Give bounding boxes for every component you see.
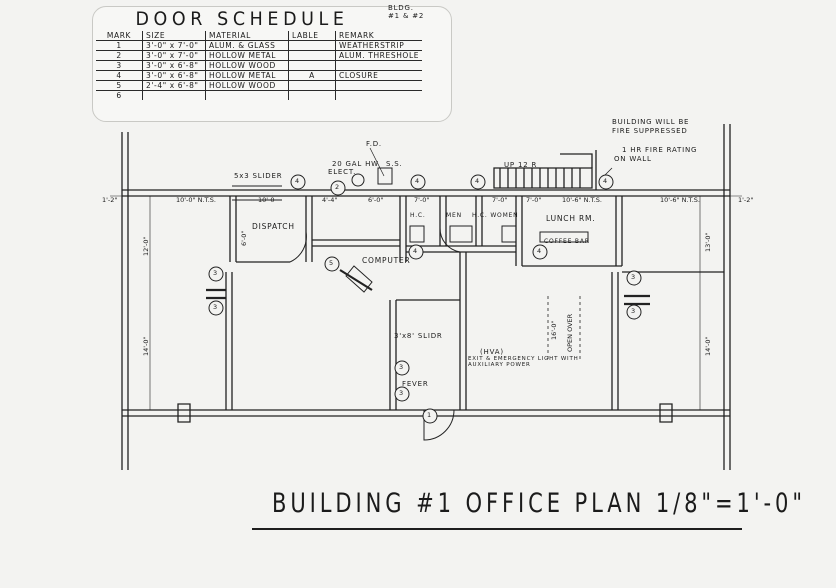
door-mark-label: 3 — [631, 307, 636, 315]
cell-lable — [288, 80, 336, 91]
plan-title-underline — [252, 528, 742, 530]
door-mark-label: 3 — [399, 363, 404, 371]
cell-remark — [335, 90, 423, 100]
dim-10-6-a: 10'-6" N.T.S. — [562, 196, 602, 204]
dim-right-edge: 1'-2" — [738, 196, 754, 204]
room-label-lunch: LUNCH RM. — [546, 214, 596, 223]
room-label-hc-women: H.C. WOMEN — [472, 212, 519, 219]
room-label-dispatch: DISPATCH — [252, 222, 295, 231]
slider-window-note-2: 3'x8' SLIDR — [394, 332, 443, 340]
door-mark-circle — [330, 180, 346, 196]
door-mark-label: 5 — [329, 259, 334, 267]
door-mark-label: 3 — [213, 269, 218, 277]
door-mark-circle — [324, 256, 340, 272]
exit-light-note: EXIT & EMERGENCY LIGHT WITH AUXILIARY PO… — [468, 356, 579, 368]
fire-rating-line2: ON WALL — [614, 155, 652, 163]
door-mark-circle — [290, 174, 306, 190]
dim-4-4: 4'-4" — [322, 196, 338, 204]
door-mark-circle — [208, 266, 224, 282]
door-mark-label: 4 — [603, 177, 608, 185]
room-label-hc-men: H.C. — [410, 212, 426, 219]
schedule-row: 6 — [96, 90, 423, 100]
vdim-13-0: 13'-0" — [704, 232, 712, 252]
door-mark-circle — [470, 174, 486, 190]
schedule-bldg-label: BLDG. — [388, 4, 414, 12]
electric-note: ELECT. — [328, 168, 357, 176]
schedule-bldg-block: BLDG. #1 & #2 — [388, 4, 424, 20]
door-mark-label: 1 — [427, 411, 432, 419]
dim-7-0-a: 7'-0" — [414, 196, 430, 204]
dim-left-edge: 1'-2" — [102, 196, 118, 204]
door-mark-circle — [626, 304, 642, 320]
hva-note: (HVA) — [480, 348, 504, 356]
schedule-row: 4 3'-0" x 6'-8" HOLLOW METAL A CLOSURE — [96, 70, 423, 81]
door-mark-circle — [626, 270, 642, 286]
door-mark-circle — [410, 174, 426, 190]
door-mark-label: 2 — [335, 183, 340, 191]
plan-title: BUILDING #1 OFFICE PLAN 1/8"=1'-0" — [272, 488, 806, 519]
dim-10-6-b: 10'-6" N.T.S. — [660, 196, 700, 204]
cell-remark — [335, 80, 423, 91]
fire-note-line2: FIRE SUPPRESSED — [612, 127, 688, 135]
schedule-row: 5 2'-4" x 6'-8" HOLLOW WOOD — [96, 80, 423, 91]
door-mark-label: 4 — [475, 177, 480, 185]
door-mark-label: 3 — [631, 273, 636, 281]
door-mark-circle — [408, 244, 424, 260]
east-wall — [723, 124, 731, 470]
door-mark-label: 4 — [413, 247, 418, 255]
slider-window-note: 5x3 SLIDER — [234, 172, 283, 180]
vdim-6-0: 6'-0" — [240, 230, 248, 246]
room-label-coffee: COFFEE BAR — [544, 238, 590, 245]
door-mark-circle — [394, 386, 410, 402]
door-mark-circle — [598, 174, 614, 190]
room-label-men: MEN — [446, 212, 462, 219]
floor-drain-note: F.D. — [366, 140, 382, 148]
door-mark-label: 4 — [295, 177, 300, 185]
vdim-14-0-right: 14'-0" — [704, 336, 712, 356]
water-heater-note: 20 GAL HW — [332, 160, 379, 168]
door-mark-label: 4 — [415, 177, 420, 185]
door-mark-label: 3 — [399, 389, 404, 397]
door-mark-label: 4 — [537, 247, 542, 255]
service-sink-note: S.S. — [386, 160, 403, 168]
schedule-bldg-numbers: #1 & #2 — [388, 12, 425, 20]
door-mark-circle — [394, 360, 410, 376]
fever-note: FEVER — [402, 380, 429, 388]
dim-10-0-nts: 10'-0" N.T.S. — [176, 196, 216, 204]
door-schedule-title: DOOR SCHEDULE — [135, 8, 349, 30]
door-schedule-table: MARK SIZE MATERIAL LABLE REMARK 1 3'-0" … — [96, 31, 423, 100]
vdim-16: 16'-0" — [550, 320, 558, 340]
door-mark-circle — [532, 244, 548, 260]
west-wall — [121, 132, 129, 470]
schedule-row: 1 3'-0" x 7'-0" ALUM. & GLASS WEATHERSTR… — [96, 40, 423, 51]
door-mark-circle — [422, 408, 438, 424]
open-over-label: OPEN OVER — [566, 313, 574, 352]
stair-up-note: UP 12 R — [504, 161, 538, 169]
door-mark-label: 3 — [213, 303, 218, 311]
dim-6-0: 6'-0" — [368, 196, 384, 204]
fire-rating-line1: 1 HR FIRE RATING — [622, 146, 698, 154]
cell-lable — [288, 90, 336, 100]
vdim-12-0: 12'-0" — [142, 236, 150, 256]
vdim-14-0: 14'-0" — [142, 336, 150, 356]
fire-note-line1: BUILDING WILL BE — [612, 118, 690, 126]
door-mark-circle — [208, 300, 224, 316]
dim-7-0-b: 7'-0" — [492, 196, 508, 204]
dim-7-0-c: 7'-0" — [526, 196, 542, 204]
dim-10-0: 10'-0 — [258, 196, 275, 204]
schedule-row: 2 3'-0" x 7'-0" HOLLOW METAL ALUM. THRES… — [96, 50, 423, 61]
room-label-computer: COMPUTER — [362, 256, 411, 265]
